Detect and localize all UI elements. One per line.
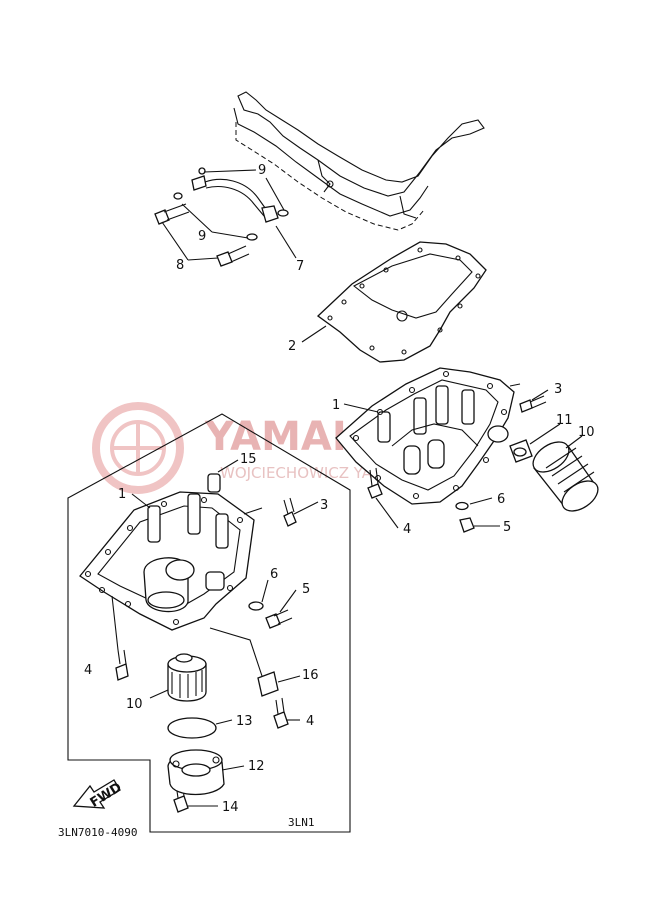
callout-15: 15 — [240, 452, 257, 467]
callout-10-left: 10 — [126, 697, 143, 712]
callout-numbers: 9 9 7 8 2 1 3 11 10 6 4 5 15 1 3 6 5 4 1… — [84, 163, 595, 815]
right-fasteners — [367, 395, 547, 533]
bolt-8 — [154, 203, 250, 267]
oil-pipe — [173, 167, 289, 241]
callout-1-left: 1 — [118, 487, 126, 502]
callout-1-right: 1 — [332, 398, 340, 413]
callout-10-right: 10 — [578, 425, 595, 440]
oil-filter-right — [532, 441, 599, 512]
callout-6-left: 6 — [270, 567, 278, 582]
callout-4-left: 4 — [84, 663, 92, 678]
callout-9-lower: 9 — [198, 229, 206, 244]
callout-5-right: 5 — [503, 520, 511, 535]
callout-5-left: 5 — [302, 582, 310, 597]
leader-lines — [111, 169, 583, 807]
diagram-code: 3LN7010-4090 — [58, 826, 137, 839]
callout-14: 14 — [222, 800, 239, 815]
callout-3-right: 3 — [554, 382, 562, 397]
callout-6-right: 6 — [497, 492, 505, 507]
callout-4-bottom: 4 — [306, 714, 314, 729]
variant-label: 3LN1 — [288, 816, 315, 829]
left-fasteners — [115, 473, 297, 813]
callout-13: 13 — [236, 714, 253, 729]
lower-group-frame — [67, 413, 351, 833]
callout-8: 8 — [176, 258, 184, 273]
callout-4-right: 4 — [403, 522, 411, 537]
gasket — [316, 241, 487, 363]
callout-11: 11 — [556, 413, 573, 428]
cooler-cover — [167, 749, 225, 796]
callout-2: 2 — [288, 339, 296, 354]
crankcase-outline — [233, 91, 485, 231]
oil-pan-left — [79, 491, 255, 631]
callout-9-upper: 9 — [258, 163, 266, 178]
callout-12: 12 — [248, 759, 265, 774]
callout-7: 7 — [296, 259, 304, 274]
fwd-arrow: FWD — [72, 779, 125, 811]
callout-16: 16 — [302, 668, 319, 683]
callout-3-left: 3 — [320, 498, 328, 513]
o-ring — [167, 717, 217, 739]
oil-pan-right — [335, 367, 515, 505]
oil-filter-left — [167, 653, 207, 702]
